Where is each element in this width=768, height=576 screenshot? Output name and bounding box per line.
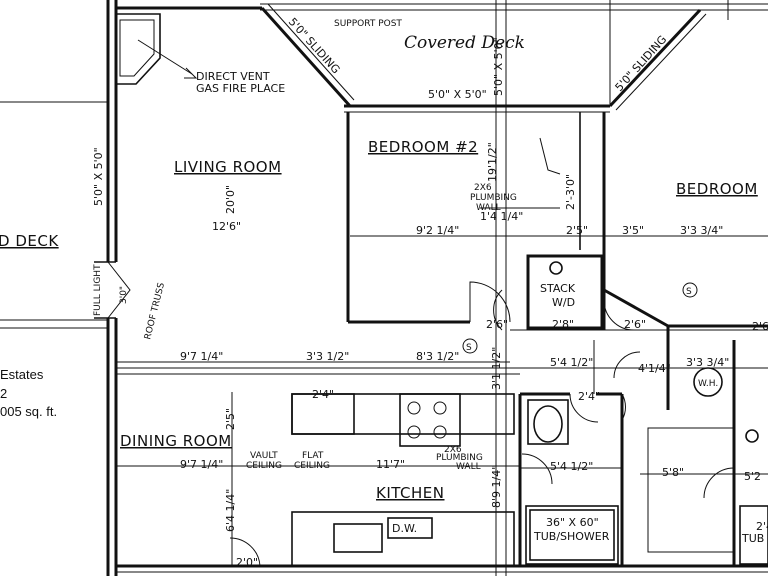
window-top-note: 5'0" X 5'0" xyxy=(428,88,487,101)
dim-5-4a: 5'4 1/2" xyxy=(550,356,593,369)
dim-3-5: 3'5" xyxy=(622,224,644,237)
dim-2-5: 2'5" xyxy=(566,224,588,237)
smoke-detector-2 xyxy=(462,338,478,354)
support-post-note: SUPPORT POST xyxy=(334,19,402,29)
dim-3-3b: 3'3 1/2" xyxy=(306,350,349,363)
wd-label: W/D xyxy=(552,296,575,309)
dim-2-4b: 2'4" xyxy=(578,390,600,403)
bedroom2-label: BEDROOM #2 xyxy=(368,138,478,156)
dim-5-8: 5'8" xyxy=(662,466,684,479)
sliding-right-note: 5'0" SLIDING xyxy=(613,33,670,94)
fireplace xyxy=(115,13,198,85)
side-number: 2 xyxy=(0,386,8,401)
dim-3-3c: 3'3 3/4" xyxy=(686,356,729,369)
plumbing-wall-note-1: 2X6 xyxy=(474,183,492,193)
bath-fixtures xyxy=(525,261,768,565)
plumbing-wall-note-3: WALL xyxy=(476,203,501,213)
fireplace-note-2: GAS FIRE PLACE xyxy=(196,82,285,95)
smoke-detector-1-label: S xyxy=(686,287,692,297)
dim-8-3: 8'3 1/2" xyxy=(416,350,459,363)
tub-partial-label: TUB xyxy=(741,532,764,545)
dishwasher-label: D.W. xyxy=(392,522,417,535)
dim-4-1: 4'1/4" xyxy=(638,362,671,375)
roof-truss-note: ROOF TRUSS xyxy=(143,282,167,341)
door-swings xyxy=(229,137,735,567)
fireplace-note-1: DIRECT VENT xyxy=(196,70,270,83)
dim-living-width: 12'6" xyxy=(212,220,241,233)
bedroom-label: BEDROOM xyxy=(676,180,758,198)
dim-2-4a: 2'4" xyxy=(312,388,334,401)
dimension-lines xyxy=(116,112,768,566)
dim-2-6a: 2'6" xyxy=(486,318,508,331)
dim-5-4b: 5'4 1/2" xyxy=(550,460,593,473)
water-heater-label: W.H. xyxy=(698,379,718,389)
window-vertical-note: 5'0" X 5'0" xyxy=(492,37,505,96)
covered-deck-label: Covered Deck xyxy=(404,33,525,53)
stack-label: STACK xyxy=(540,282,576,295)
ceiling-right-note: CEILING xyxy=(294,461,330,471)
dim-2-6b: 2'6" xyxy=(624,318,646,331)
dim-bedroom2-width: 9'2 1/4" xyxy=(416,224,459,237)
dim-8-9: 8'9 1/4" xyxy=(490,465,503,508)
dining-room-label: DINING ROOM xyxy=(120,432,232,450)
tub-size-label: 36" X 60" xyxy=(546,516,599,529)
dim-2-3: 2'-3'0" xyxy=(564,174,577,210)
dim-9-7b: 9'7 1/4" xyxy=(180,458,223,471)
dim-2-0: 2'0" xyxy=(236,556,258,569)
smoke-detector-1 xyxy=(682,282,698,298)
dim-5-2: 5'2 xyxy=(744,470,761,483)
deck-partial-label: D DECK xyxy=(0,232,59,250)
window-left-note: 5'0" X 5'0" xyxy=(92,147,105,206)
side-estates: Estates xyxy=(0,367,44,382)
dim-living-length: 20'0" xyxy=(224,185,237,214)
kitchen-plumbing-note-2: PLUMBING xyxy=(436,453,483,463)
dim-bedroom2-length: 19'1/2" xyxy=(486,142,499,182)
smoke-detector-2-label: S xyxy=(466,343,472,353)
dim-6-4: 6'4 1/4" xyxy=(224,489,237,532)
dim-2-4c: 2'4 xyxy=(756,520,768,533)
dim-11-7: 11'7" xyxy=(376,458,405,471)
kitchen-fixtures xyxy=(291,393,515,567)
kitchen-plumbing-note-3: WALL xyxy=(456,462,481,472)
tub-shower-label: TUB/SHOWER xyxy=(533,530,610,543)
full-light-size: 3'0" xyxy=(119,286,129,304)
dim-1-4: 1'4 1/4" xyxy=(480,210,523,223)
living-room-label: LIVING ROOM xyxy=(174,158,282,176)
kitchen-label: KITCHEN xyxy=(376,484,445,502)
dim-3-1: 3'1 1/2" xyxy=(490,347,503,390)
dim-2-5b: 2'5" xyxy=(224,408,237,430)
vault-note: VAULT xyxy=(250,451,278,461)
dim-9-7a: 9'7 1/4" xyxy=(180,350,223,363)
side-sqft: 005 sq. ft. xyxy=(0,404,58,419)
plumbing-wall-note-2: PLUMBING xyxy=(470,193,517,203)
ceiling-left-note: CEILING xyxy=(246,461,282,471)
dim-2-8: 2'8" xyxy=(552,318,574,331)
flat-note: FLAT xyxy=(302,451,324,461)
dim-3-3: 3'3 3/4" xyxy=(680,224,723,237)
full-light-note: FULL LIGHT xyxy=(93,264,103,316)
dim-2-6c: 2'6" xyxy=(752,320,768,333)
kitchen-plumbing-note-1: 2X6 xyxy=(444,445,462,455)
